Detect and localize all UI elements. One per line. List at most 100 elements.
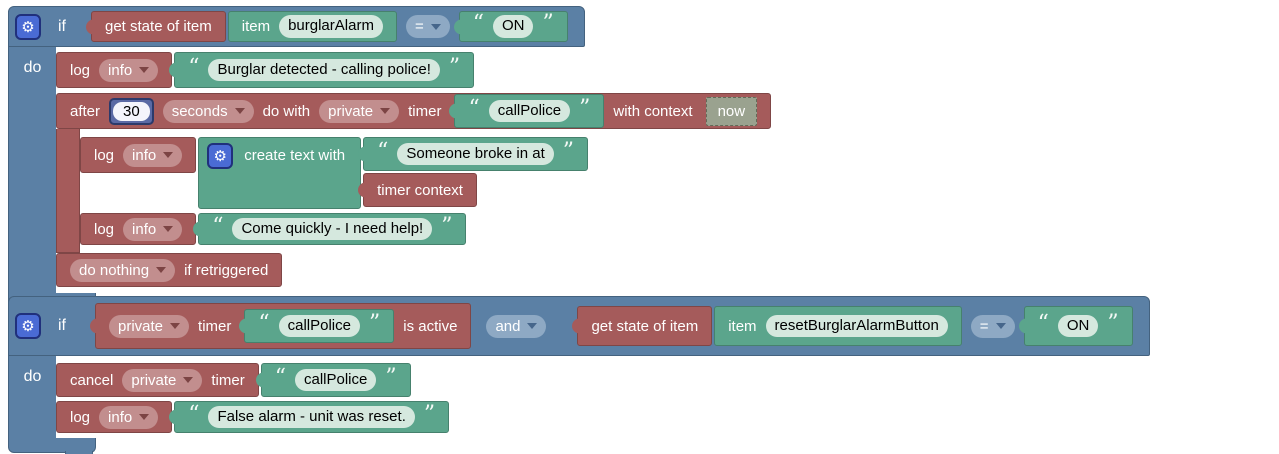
if-do-spine: do xyxy=(8,356,56,438)
dropdown-arrow-icon xyxy=(183,377,194,383)
string-block-message[interactable]: “ Come quickly - I need help! ” xyxy=(198,213,467,245)
timer-scope-dropdown[interactable]: private xyxy=(319,99,400,123)
dropdown-arrow-icon xyxy=(380,108,391,114)
item-name-field[interactable]: burglarAlarm xyxy=(279,15,383,38)
log-level-dropdown[interactable]: info xyxy=(99,58,159,82)
dropdown-arrow-icon xyxy=(139,67,150,73)
dropdown-arrow-icon xyxy=(234,108,245,114)
if-header[interactable]: ⚙ if private timer “ callPolice ” is act… xyxy=(8,296,1150,356)
string-block-timer-name[interactable]: “ callPolice ” xyxy=(244,309,395,343)
close-quote-icon: ” xyxy=(369,310,381,336)
close-quote-icon: ” xyxy=(448,54,461,80)
open-quote-icon: “ xyxy=(274,364,286,390)
log-level-dropdown[interactable]: info xyxy=(123,217,183,241)
dropdown-arrow-icon xyxy=(527,323,538,329)
number-block-delay[interactable]: 30 xyxy=(109,97,154,125)
shadow-block-now[interactable]: now xyxy=(705,96,758,126)
close-quote-icon: ” xyxy=(1107,310,1119,336)
log-statement-compose[interactable]: log info ⚙ create text with xyxy=(80,137,589,209)
log-level-dropdown[interactable]: info xyxy=(123,143,183,167)
log-block[interactable]: log info xyxy=(56,401,173,433)
timer-scope-dropdown[interactable]: private xyxy=(109,314,190,338)
string-field[interactable]: ON xyxy=(1057,314,1099,338)
timer-scope-dropdown[interactable]: private xyxy=(122,368,203,392)
mutator-gear-icon[interactable]: ⚙ xyxy=(15,313,41,339)
do-label: do xyxy=(23,368,42,385)
log-block[interactable]: log info xyxy=(80,213,197,245)
log-statement-reset[interactable]: log info “ False alarm - unit was reset.… xyxy=(56,401,450,433)
item-name-field[interactable]: resetBurglarAlarmButton xyxy=(765,314,948,338)
dropdown-arrow-icon xyxy=(430,23,441,30)
open-quote-icon: “ xyxy=(258,310,270,336)
dropdown-arrow-icon xyxy=(170,323,181,329)
after-timer-spine xyxy=(56,129,80,253)
get-state-of-item-block[interactable]: get state of item xyxy=(577,306,713,346)
dropdown-arrow-icon xyxy=(156,267,167,273)
dropdown-arrow-icon xyxy=(139,414,150,420)
open-quote-icon: “ xyxy=(188,401,200,427)
close-quote-icon: ” xyxy=(579,95,591,121)
string-block-message[interactable]: “ Burglar detected - calling police! ” xyxy=(174,52,475,88)
timer-is-active-block[interactable]: private timer “ callPolice ” is active xyxy=(95,303,472,349)
string-block-on[interactable]: “ ON ” xyxy=(1023,306,1133,346)
open-quote-icon: “ xyxy=(472,11,484,36)
delay-field[interactable]: 30 xyxy=(113,101,150,121)
dropdown-arrow-icon xyxy=(163,152,174,158)
after-timer-header[interactable]: after 30 seconds do with private xyxy=(56,93,772,129)
string-field[interactable]: ON xyxy=(492,15,534,38)
do-label: do xyxy=(23,59,42,76)
if-do-spine: do xyxy=(8,47,56,293)
log-statement-burglar[interactable]: log info “ Burglar detected - calling po… xyxy=(56,52,475,88)
log-block[interactable]: log info xyxy=(80,137,197,173)
if-block-burglar-alarm[interactable]: ⚙ if get state of item item burglarAlarm… xyxy=(8,6,772,313)
open-quote-icon: “ xyxy=(468,95,480,121)
string-block-broke-in[interactable]: “ Someone broke in at ” xyxy=(363,137,589,171)
comparison-operator-dropdown[interactable]: = xyxy=(405,15,450,38)
get-state-of-item-block[interactable]: get state of item xyxy=(91,11,226,42)
string-block-on[interactable]: “ ON ” xyxy=(458,11,568,42)
if-label: if xyxy=(58,17,66,35)
string-block-message[interactable]: “ False alarm - unit was reset. ” xyxy=(174,401,450,433)
log-statement-help[interactable]: log info “ Come quickly - I need help! xyxy=(80,213,467,245)
if-block-foot xyxy=(8,438,96,454)
dropdown-arrow-icon xyxy=(163,226,174,232)
open-quote-icon: “ xyxy=(212,213,224,239)
if-label: if xyxy=(58,317,66,334)
string-field[interactable]: Come quickly - I need help! xyxy=(232,217,433,241)
timer-name-field[interactable]: callPolice xyxy=(278,314,360,338)
open-quote-icon: “ xyxy=(1037,310,1049,336)
close-quote-icon: ” xyxy=(542,11,554,36)
open-quote-icon: “ xyxy=(377,138,389,164)
timer-context-block[interactable]: timer context xyxy=(363,173,477,207)
mutator-gear-icon[interactable]: ⚙ xyxy=(207,143,234,169)
log-level-dropdown[interactable]: info xyxy=(99,405,159,429)
timer-name-field[interactable]: callPolice xyxy=(488,99,571,123)
mutator-gear-icon[interactable]: ⚙ xyxy=(15,13,41,40)
comparison-operator-dropdown[interactable]: = xyxy=(970,314,1015,338)
create-text-with-block[interactable]: ⚙ create text with “ Someone broke in at… xyxy=(198,137,589,209)
retrigger-policy-dropdown[interactable]: do nothing xyxy=(70,258,176,282)
string-block-timer-name[interactable]: “ callPolice ” xyxy=(454,94,605,128)
cancel-timer-block[interactable]: cancel private timer xyxy=(56,363,259,397)
string-field[interactable]: False alarm - unit was reset. xyxy=(208,405,415,429)
dropdown-arrow-icon xyxy=(995,323,1006,329)
string-block-timer-name[interactable]: “ callPolice ” xyxy=(260,363,411,397)
string-field[interactable]: Burglar detected - calling police! xyxy=(208,58,440,82)
logic-operator-dropdown[interactable]: and xyxy=(486,314,547,338)
close-quote-icon: ” xyxy=(385,364,397,390)
item-block[interactable]: item burglarAlarm xyxy=(227,11,397,42)
timer-name-field[interactable]: callPolice xyxy=(294,368,377,392)
item-block[interactable]: item resetBurglarAlarmButton xyxy=(714,306,962,346)
if-header[interactable]: ⚙ if get state of item item burglarAlarm… xyxy=(8,6,585,47)
close-quote-icon: ” xyxy=(441,213,453,239)
after-timer-block[interactable]: after 30 seconds do with private xyxy=(56,93,772,287)
close-quote-icon: ” xyxy=(562,138,575,164)
time-unit-dropdown[interactable]: seconds xyxy=(162,99,254,123)
log-block[interactable]: log info xyxy=(56,52,173,88)
retrigger-row[interactable]: do nothing if retriggered xyxy=(56,253,283,287)
cancel-timer-statement[interactable]: cancel private timer “ callPolice ” xyxy=(56,363,411,397)
if-block-reset-alarm[interactable]: ⚙ if private timer “ callPolice ” is act… xyxy=(8,296,1150,454)
string-field[interactable]: Someone broke in at xyxy=(397,142,554,166)
open-quote-icon: “ xyxy=(188,54,200,80)
